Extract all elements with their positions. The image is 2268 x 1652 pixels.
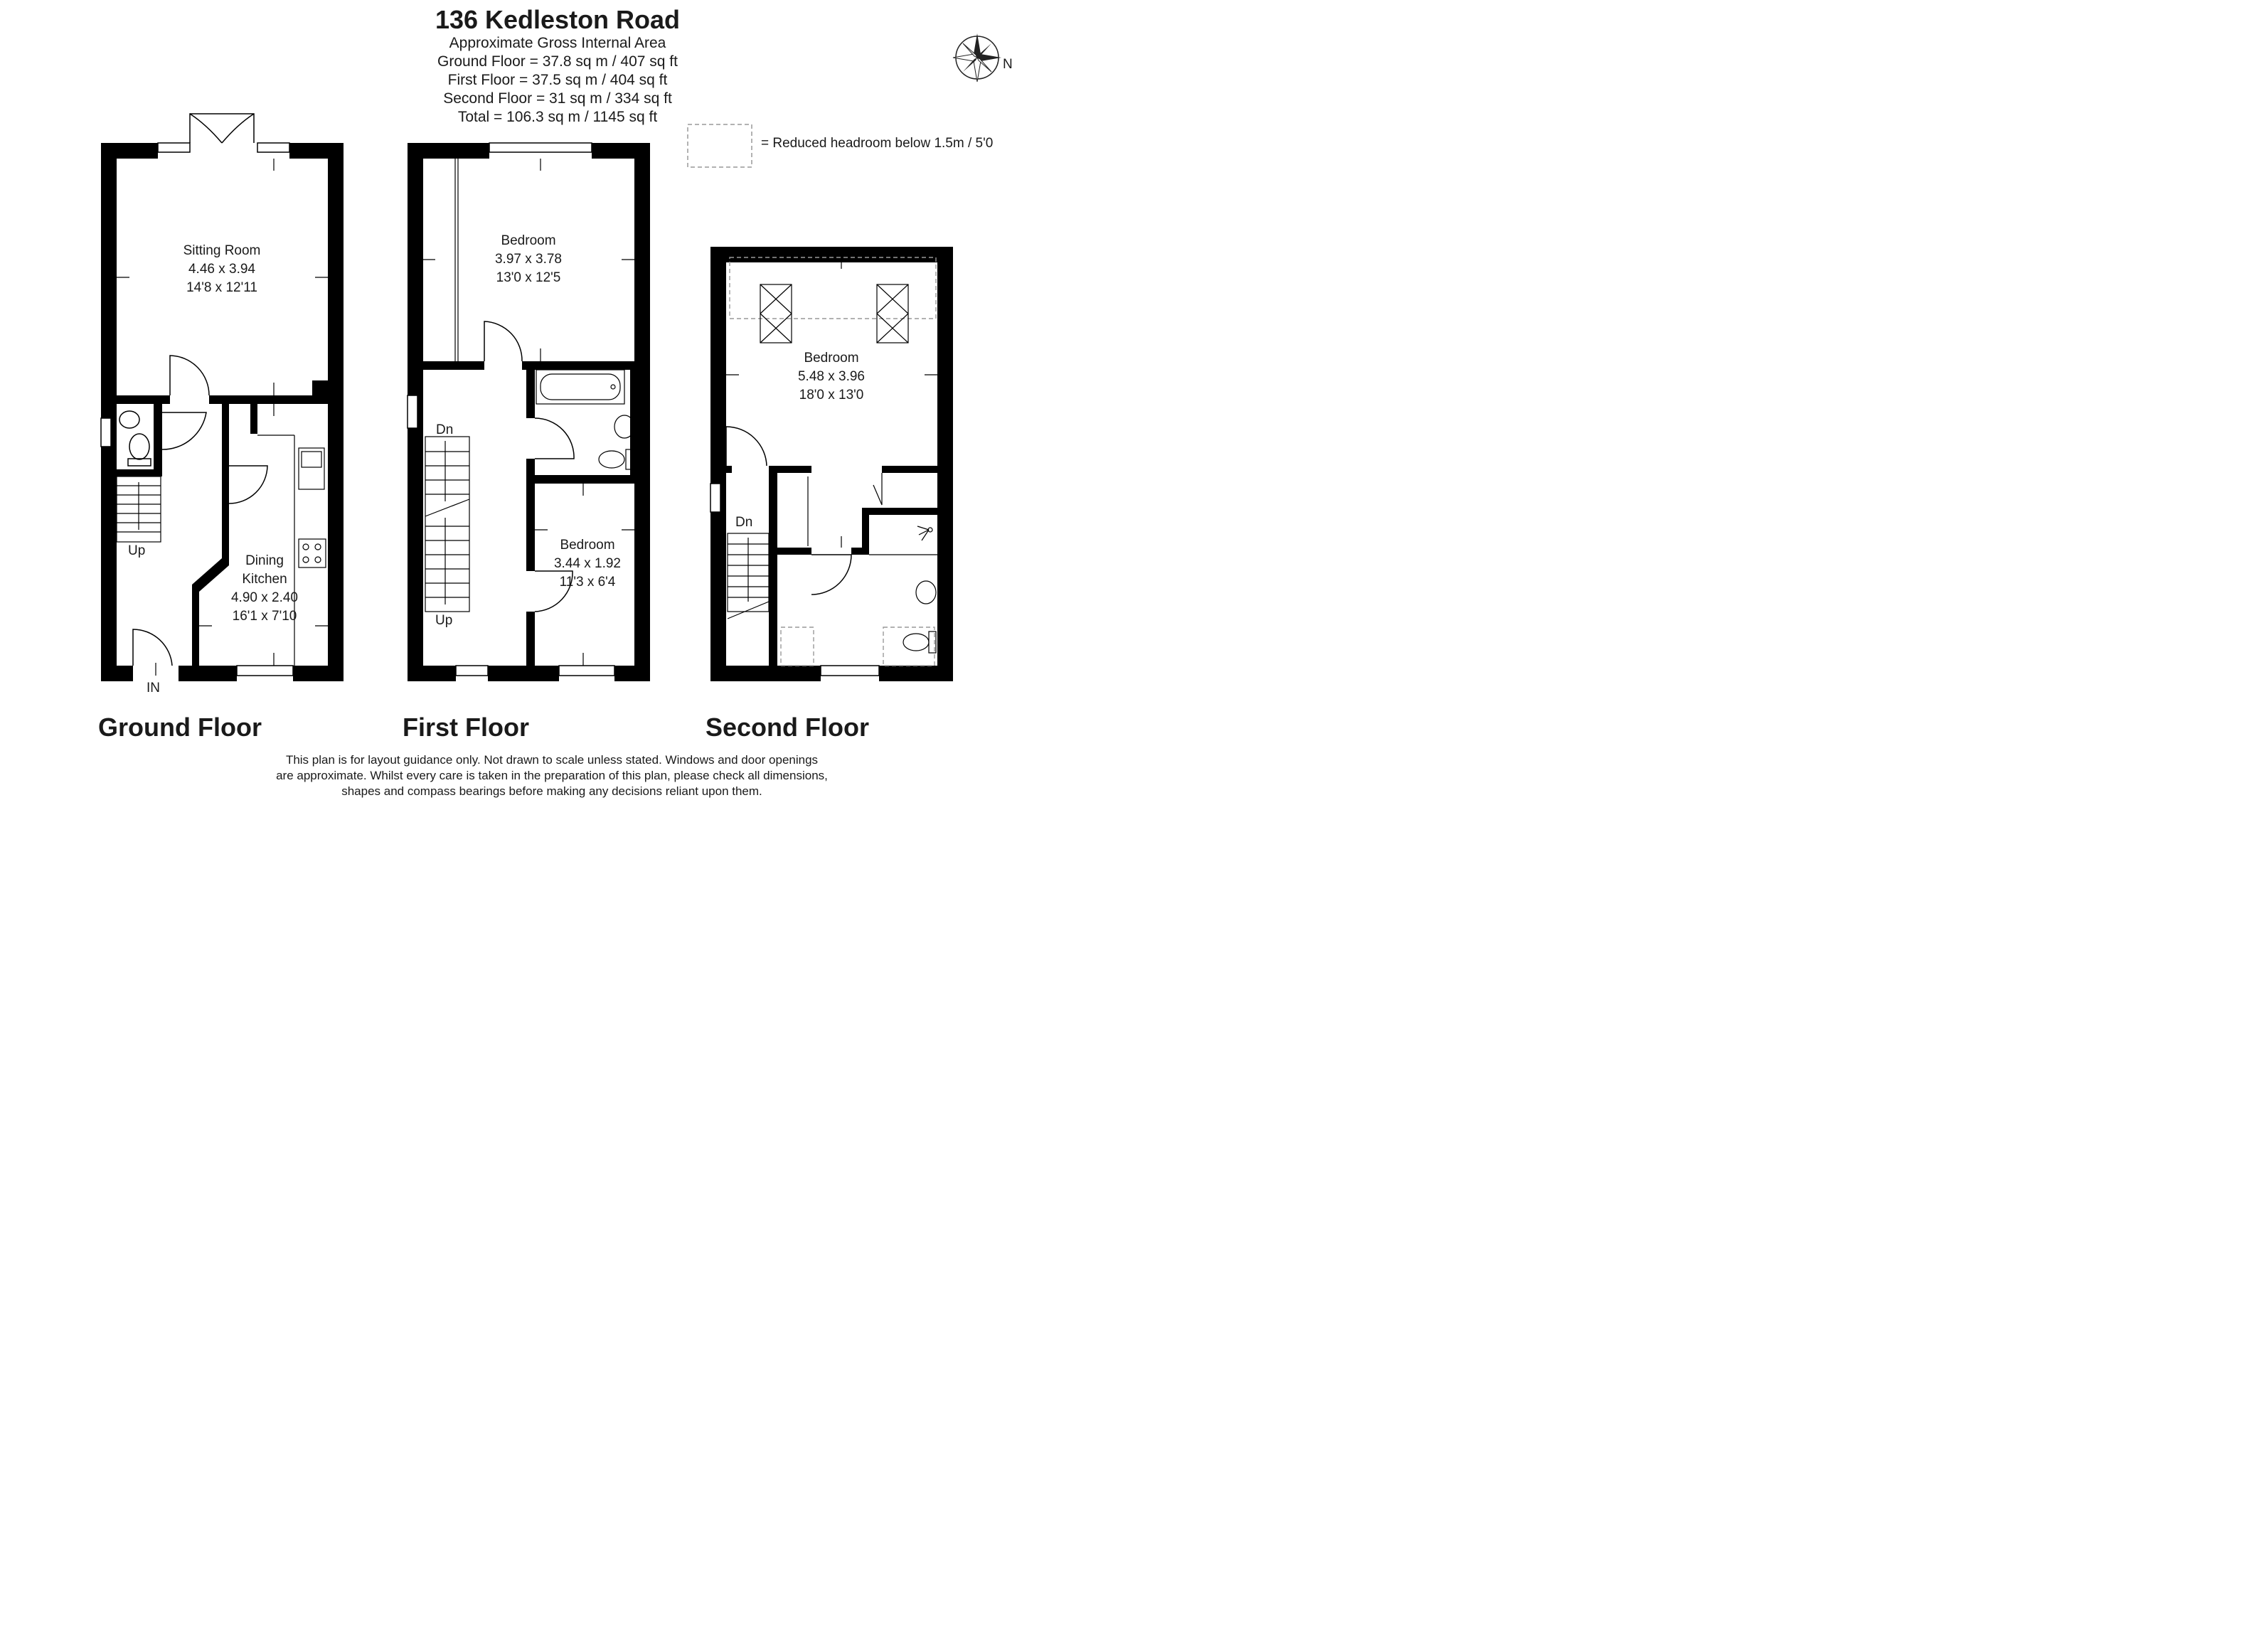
area-total: Total = 106.3 sq m / 1145 sq ft <box>457 109 658 125</box>
room-dims-imperial: 16'1 x 7'10 <box>232 609 297 624</box>
page-title: 136 Kedleston Road <box>435 5 681 34</box>
room-dims-metric: 3.97 x 3.78 <box>494 252 563 267</box>
room-dims-imperial: 11'3 x 6'4 <box>559 575 616 590</box>
disclaimer-line: are approximate. Whilst every care is ta… <box>276 769 828 782</box>
room-sitting-room: Sitting Room 4.46 x 3.94 14'8 x 12'11 <box>183 242 261 297</box>
room-name-line2: Kitchen <box>242 572 287 587</box>
header: 136 Kedleston Road Approximate Gross Int… <box>344 6 771 127</box>
floor-title-first: First Floor <box>403 713 529 742</box>
floor-plan-drawing <box>100 33 1001 681</box>
room-name: Bedroom <box>804 351 859 366</box>
disclaimer-line: shapes and compass bearings before makin… <box>341 784 762 798</box>
room-bedroom-2: Bedroom 3.44 x 1.92 11'3 x 6'4 <box>554 536 621 592</box>
disclaimer: This plan is for layout guidance only. N… <box>232 752 872 799</box>
room-name: Sitting Room <box>183 243 261 258</box>
compass-label: N <box>1003 57 1013 72</box>
room-dims-metric: 4.90 x 2.40 <box>230 590 299 605</box>
legend-text: = Reduced headroom below 1.5m / 5'0 <box>761 136 994 151</box>
area-ground: Ground Floor = 37.8 sq m / 407 sq ft <box>437 53 678 70</box>
room-bedroom-3: Bedroom 5.48 x 3.96 18'0 x 13'0 <box>798 349 865 405</box>
room-dims-imperial: 18'0 x 13'0 <box>799 388 864 403</box>
first-floor-plan <box>407 142 650 681</box>
room-dining-kitchen: Dining Kitchen 4.90 x 2.40 16'1 x 7'10 <box>231 552 298 626</box>
room-name: Dining <box>245 553 284 568</box>
area-first: First Floor = 37.5 sq m / 404 sq ft <box>447 72 668 88</box>
stairs-down-label: Dn <box>735 515 753 530</box>
floor-title-ground: Ground Floor <box>98 713 262 742</box>
room-name: Bedroom <box>501 233 556 248</box>
second-floor-plan <box>710 247 953 681</box>
room-dims-imperial: 14'8 x 12'11 <box>186 280 257 295</box>
room-bedroom-1: Bedroom 3.97 x 3.78 13'0 x 12'5 <box>495 232 562 287</box>
disclaimer-line: This plan is for layout guidance only. N… <box>285 753 819 767</box>
stairs-up-label: Up <box>128 543 146 558</box>
headroom-legend-swatch <box>687 124 752 168</box>
floor-title-second: Second Floor <box>706 713 870 742</box>
stairs-down-label: Dn <box>436 422 454 437</box>
ground-floor-plan <box>100 113 344 681</box>
room-dims-metric: 4.46 x 3.94 <box>188 262 256 277</box>
entrance-label: IN <box>147 681 160 696</box>
stairs-up-label: Up <box>435 613 453 628</box>
room-dims-imperial: 13'0 x 12'5 <box>496 270 561 285</box>
room-name: Bedroom <box>560 538 615 553</box>
area-second: Second Floor = 31 sq m / 334 sq ft <box>443 90 672 107</box>
compass-rose-icon <box>952 33 1001 82</box>
area-subtitle: Approximate Gross Internal Area <box>449 35 666 51</box>
room-dims-metric: 3.44 x 1.92 <box>553 556 622 571</box>
room-dims-metric: 5.48 x 3.96 <box>797 369 866 384</box>
